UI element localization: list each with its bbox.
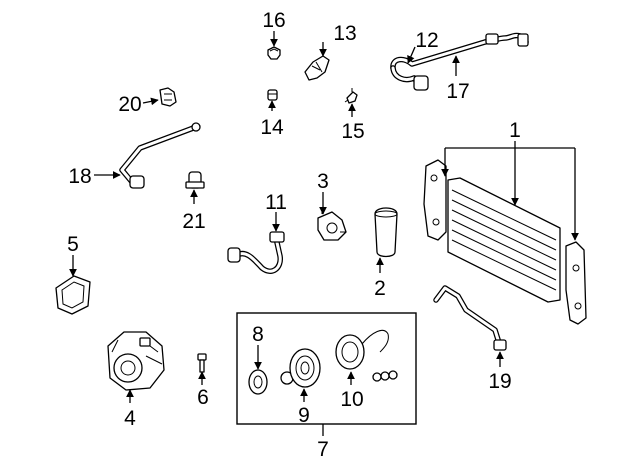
- part-10-coil: [335, 329, 398, 382]
- part-21-pressure-switch: [185, 171, 205, 189]
- callout-7: 7: [317, 438, 329, 461]
- callout-5: 5: [67, 233, 79, 256]
- part-14-cap: [267, 89, 278, 101]
- callout-9: 9: [298, 404, 310, 427]
- part-4-compressor: [107, 331, 165, 391]
- callout-18: 18: [68, 165, 91, 188]
- part-9-pulley: [280, 348, 321, 388]
- callout-16: 16: [262, 9, 285, 32]
- callout-20: 20: [118, 93, 141, 116]
- callout-15: 15: [341, 120, 364, 143]
- part-16-cap: [267, 46, 281, 60]
- part-6-bolt: [197, 353, 207, 373]
- callout-6: 6: [197, 386, 209, 409]
- callout-12: 12: [415, 29, 438, 52]
- part-15-valve: [344, 88, 358, 104]
- callout-3: 3: [317, 170, 329, 193]
- callout-13: 13: [333, 22, 356, 45]
- part-7-group-box: [236, 312, 417, 425]
- callout-10: 10: [340, 388, 363, 411]
- part-1-condenser: [423, 159, 587, 325]
- part-11-hose: [227, 231, 285, 274]
- callout-19: 19: [488, 370, 511, 393]
- part-3-expansion-valve: [317, 208, 347, 241]
- callout-21: 21: [182, 210, 205, 233]
- part-8-hub: [248, 369, 268, 395]
- part-2-receiver-drier: [374, 207, 398, 258]
- part-20-switch: [159, 87, 177, 107]
- callout-2: 2: [374, 277, 386, 300]
- leader-lines: [69, 31, 579, 436]
- part-18-discharge-tube: [119, 122, 201, 189]
- callout-1: 1: [509, 119, 521, 142]
- part-19-liquid-tube: [433, 285, 507, 351]
- callout-17: 17: [446, 80, 469, 103]
- callout-11: 11: [265, 191, 287, 214]
- callout-8: 8: [252, 323, 264, 346]
- part-12-17-suction-hose: [390, 32, 529, 91]
- part-13-bracket: [304, 55, 330, 81]
- callout-4: 4: [124, 407, 136, 430]
- callout-14: 14: [260, 116, 284, 139]
- part-5-cover: [55, 275, 91, 315]
